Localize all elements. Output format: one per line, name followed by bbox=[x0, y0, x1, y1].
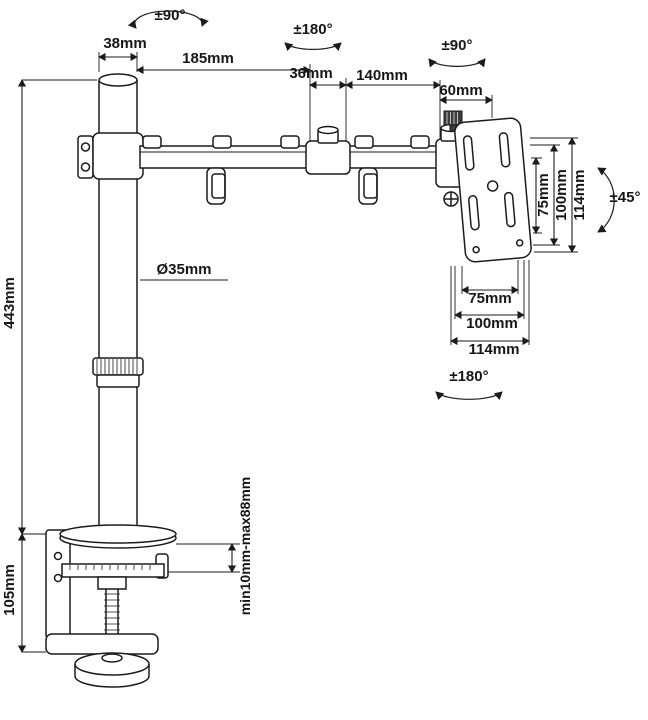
cable-clip-tab bbox=[212, 135, 232, 149]
label-dim-105mm: 105mm bbox=[1, 564, 18, 616]
label-dim-clamp-range: min10mm-max88mm bbox=[237, 477, 253, 616]
cable-clip-tab bbox=[410, 135, 430, 149]
elbow-joint bbox=[305, 125, 351, 175]
dimension-lines bbox=[17, 52, 577, 653]
vesa-hole bbox=[472, 245, 480, 254]
arc-elbow-swivel bbox=[284, 42, 342, 52]
vesa-slot bbox=[503, 191, 516, 228]
vesa-slot bbox=[498, 132, 511, 168]
label-dim-38mm: 38mm bbox=[103, 35, 146, 52]
desk-clamp bbox=[45, 524, 177, 688]
cable-clip-tab bbox=[142, 135, 162, 149]
base-disc bbox=[59, 524, 177, 549]
cable-clip-hanging bbox=[206, 167, 226, 205]
label-dim-vesa-v-114: 114mm bbox=[571, 170, 588, 221]
cable-clip-hanging bbox=[358, 167, 378, 205]
vesa-slot bbox=[468, 195, 480, 231]
arm-pole-bracket bbox=[77, 132, 144, 180]
label-angle-vesa-rotation: ±180° bbox=[449, 368, 488, 385]
clamp-knob bbox=[74, 652, 150, 688]
height-adjust-collar bbox=[92, 357, 144, 388]
label-dim-vesa-h-114: 114mm bbox=[469, 341, 520, 358]
vesa-thumbscrew-icon bbox=[443, 110, 463, 132]
label-dim-vesa-h-75: 75mm bbox=[468, 290, 511, 307]
clamp-bottom-arm bbox=[45, 633, 159, 655]
label-dim-60mm: 60mm bbox=[439, 82, 482, 99]
clamp-bracket bbox=[45, 529, 71, 639]
label-angle-pole-swivel: ±90° bbox=[155, 7, 186, 24]
label-dim-pole-diameter: Ø35mm bbox=[156, 261, 211, 278]
rotation-arcs bbox=[127, 10, 615, 401]
label-dim-vesa-v-75: 75mm bbox=[535, 173, 552, 216]
labels: ±90° ±180° ±90° ±45° ±180° 38mm 185mm 36… bbox=[1, 7, 640, 616]
label-dim-185mm: 185mm bbox=[182, 50, 234, 67]
label-dim-36mm: 36mm bbox=[289, 65, 332, 82]
label-angle-head-swivel: ±90° bbox=[442, 37, 473, 54]
label-dim-vesa-v-100: 100mm bbox=[553, 169, 570, 221]
clamp-jaw bbox=[61, 553, 169, 590]
arc-head-swivel bbox=[428, 58, 486, 68]
vesa-plate bbox=[443, 110, 532, 263]
vesa-hole bbox=[515, 239, 524, 247]
label-dim-vesa-h-100: 100mm bbox=[466, 315, 518, 332]
label-angle-elbow-swivel: ±180° bbox=[293, 21, 332, 38]
cable-clip-tab bbox=[280, 135, 300, 149]
vesa-center-hole bbox=[486, 180, 499, 192]
arm-bar bbox=[139, 135, 446, 205]
arc-pole-swivel bbox=[127, 10, 209, 29]
arc-vesa-rotation bbox=[435, 391, 503, 401]
label-angle-vesa-tilt: ±45° bbox=[610, 189, 641, 206]
cable-clip-tab bbox=[354, 135, 374, 149]
vesa-slot bbox=[462, 135, 475, 171]
label-dim-140mm: 140mm bbox=[356, 67, 408, 84]
arc-vesa-tilt bbox=[597, 167, 615, 233]
label-dim-443mm: 443mm bbox=[1, 277, 18, 329]
